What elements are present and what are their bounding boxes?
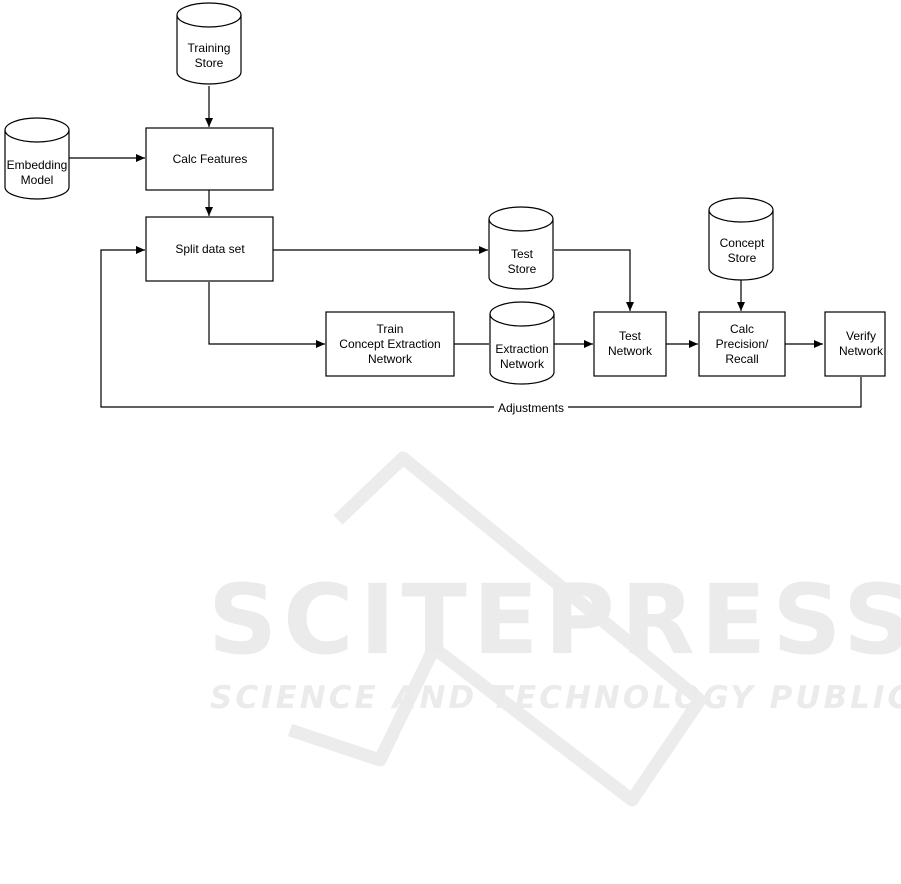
embedding-model-line-1: Embedding xyxy=(7,158,68,172)
concept-store-line-2: Store xyxy=(728,251,757,265)
verify-network-line-2: Network xyxy=(839,344,884,358)
concept-store-line-1: Concept xyxy=(720,236,765,250)
test-network-line-1: Test xyxy=(619,329,642,343)
watermark-logo: SCITEPRESS SCIENCE AND TECHNOLOGY PUBLIC… xyxy=(208,458,901,800)
edge-test-store-to-test xyxy=(554,250,630,311)
test-store-line-1: Test xyxy=(511,247,534,261)
embedding-model-line-2: Model xyxy=(21,173,54,187)
calc-features-label: Calc Features xyxy=(173,152,248,166)
calc-precision-line-2: Precision/ xyxy=(716,337,769,351)
extraction-network-line-2: Network xyxy=(500,357,545,371)
train-line-1: Train xyxy=(377,322,404,336)
verify-network-line-1: Verify xyxy=(846,329,876,343)
test-network-line-2: Network xyxy=(608,344,653,358)
train-line-3: Network xyxy=(368,352,413,366)
calc-precision-line-1: Calc xyxy=(730,322,754,336)
calc-precision-line-3: Recall xyxy=(725,352,758,366)
training-store-line-2: Store xyxy=(195,56,224,70)
extraction-network-line-1: Extraction xyxy=(495,342,548,356)
watermark-subtitle: SCIENCE AND TECHNOLOGY PUBLICATIONS xyxy=(210,680,901,716)
test-store-line-2: Store xyxy=(508,262,537,276)
edge-split-to-train xyxy=(209,282,325,344)
adjustments-label: Adjustments xyxy=(498,401,564,415)
training-store-line-1: Training xyxy=(188,41,231,55)
split-data-set-label: Split data set xyxy=(175,242,245,256)
watermark-title: SCITEPRESS xyxy=(208,564,901,676)
adjustments-label-group: Adjustments xyxy=(494,401,568,415)
train-line-2: Concept Extraction xyxy=(339,337,440,351)
